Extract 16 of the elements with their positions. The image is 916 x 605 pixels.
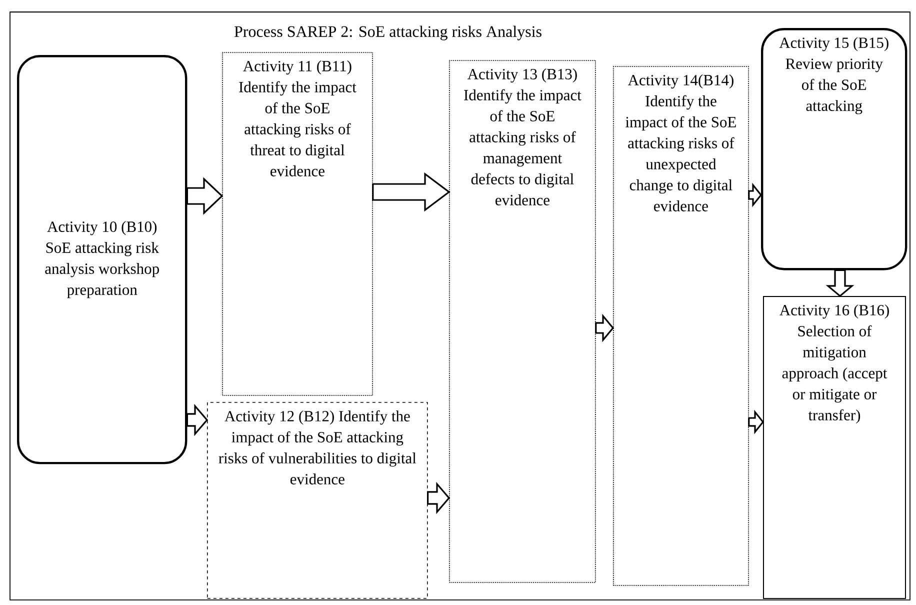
block-arrow (595, 314, 614, 342)
activity-box: Activity 13 (B13) Identify the impact of the SoE attacking risks of management defects to digital evidence (449, 60, 596, 583)
block-arrow (427, 482, 450, 514)
block-arrow (186, 177, 224, 215)
activity-box: Activity 11 (B11) Identify the impact of the SoE attacking risks of threat to digital evidence (222, 52, 373, 396)
block-arrow (186, 404, 208, 436)
activity-box: Activity 16 (B16) Selection of mitigation approach (accept or mitigate or transfer) (763, 296, 906, 599)
block-arrow (826, 269, 854, 298)
title: Process SAREP 2: SoE attacking risks Analysis (234, 26, 542, 40)
activity-box: Activity 12 (B12) Identify the impact of the SoE attacking risks of vulnerabilities to digital evidence (207, 402, 428, 599)
block-arrow (748, 410, 764, 434)
activity-box: Activity 15 (B15) Review priority of the SoE attacking (761, 28, 908, 270)
activity-box: Activity 14(B14) Identify the impact of the SoE attacking risks of unexpected change to digital evidence (613, 66, 749, 586)
block-arrow (748, 182, 762, 208)
activity-box: Activity 10 (B10) SoE attacking risk analysis workshop preparation (17, 55, 188, 464)
block-arrow (372, 172, 450, 212)
